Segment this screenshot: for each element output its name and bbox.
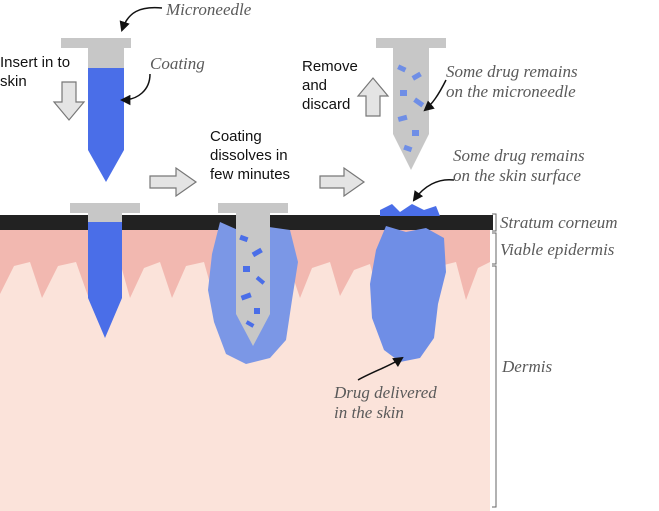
label-dermis: Dermis bbox=[502, 357, 553, 376]
label-coating-dissolves: Coating dissolves in few minutes bbox=[210, 128, 291, 183]
label-drug-delivered: Drug delivered in the skin bbox=[334, 383, 437, 422]
label-stratum-corneum: Stratum corneum bbox=[500, 213, 618, 232]
remove-up-arrow bbox=[356, 77, 390, 117]
right-arrow-2 bbox=[319, 166, 366, 198]
insert-down-arrow bbox=[52, 81, 86, 121]
pointer-microneedle bbox=[119, 6, 163, 32]
coated-microneedle bbox=[61, 38, 131, 182]
surface-drug-residue bbox=[380, 204, 440, 216]
label-viable-epidermis: Viable epidermis bbox=[500, 240, 615, 259]
removed-microneedle bbox=[376, 38, 446, 170]
pointer-drug-skin bbox=[412, 178, 455, 202]
pointer-drug-delivered bbox=[357, 356, 404, 381]
epidermis-bracket bbox=[492, 232, 497, 265]
label-remove-discard: Remove and discard bbox=[302, 58, 358, 113]
label-drug-remains-needle: Some drug remains on the microneedle bbox=[446, 62, 578, 101]
delivered-drug-blob bbox=[370, 226, 446, 362]
viable-epidermis-layer bbox=[0, 229, 490, 302]
inserted-microneedle bbox=[70, 203, 140, 338]
dissolving-microneedle bbox=[208, 203, 298, 364]
stratum-bracket bbox=[492, 213, 497, 232]
label-coating: Coating bbox=[150, 54, 205, 73]
label-microneedle: Microneedle bbox=[166, 0, 252, 19]
label-drug-remains-skin: Some drug remains on the skin surface bbox=[453, 146, 585, 185]
dermis-bracket bbox=[492, 265, 497, 508]
label-insert: Insert in to skin bbox=[0, 54, 71, 90]
pointer-drug-needle bbox=[423, 79, 447, 112]
right-arrow-1 bbox=[149, 166, 198, 198]
pointer-coating bbox=[119, 73, 151, 106]
